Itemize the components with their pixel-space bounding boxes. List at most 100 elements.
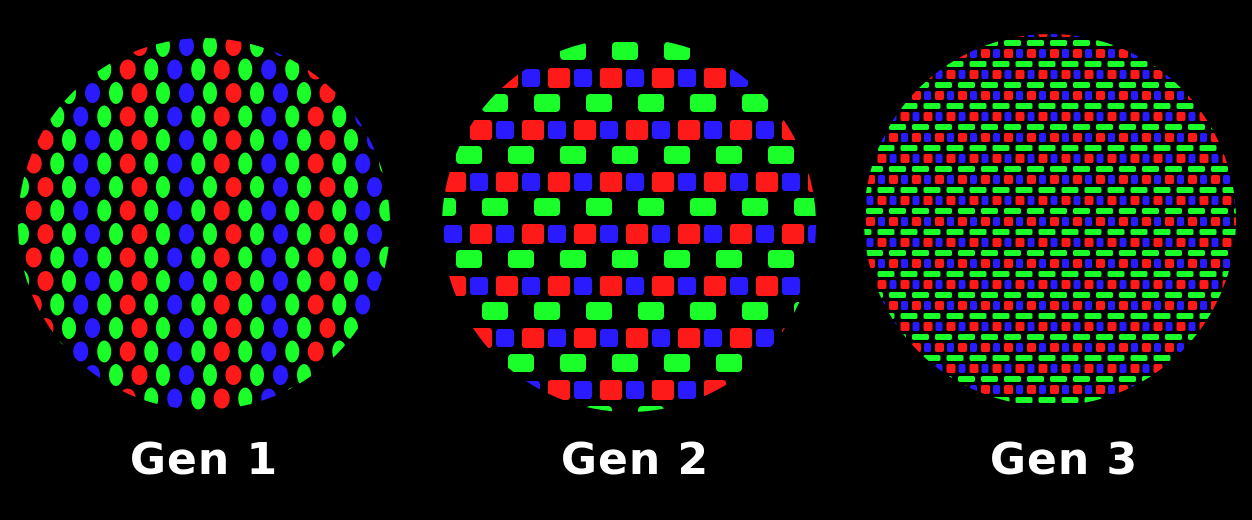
subpixel-red <box>1222 322 1232 331</box>
subpixel-green <box>297 223 311 245</box>
subpixel-red <box>889 217 898 226</box>
subpixel-red <box>307 153 324 174</box>
subpixel-red <box>981 175 990 184</box>
subpixel-blue <box>1211 154 1219 163</box>
subpixel-blue <box>878 91 885 100</box>
subpixel-blue <box>901 217 908 226</box>
subpixel-red <box>1050 301 1059 310</box>
subpixel-red <box>969 364 979 373</box>
subpixel-green <box>1004 250 1021 256</box>
subpixel-red <box>225 130 242 150</box>
subpixel-red <box>889 175 898 184</box>
subpixel-green <box>742 302 768 320</box>
subpixel-red <box>992 154 1002 163</box>
subpixel-red <box>866 343 875 352</box>
subpixel-green <box>1050 166 1067 172</box>
subpixel-green <box>969 229 987 235</box>
subpixel-blue <box>1131 175 1138 184</box>
subpixel-blue <box>1073 196 1081 205</box>
subpixel-red <box>935 301 944 310</box>
subpixel-blue <box>179 130 194 150</box>
subpixel-red <box>1038 322 1048 331</box>
subpixel-blue <box>970 217 977 226</box>
subpixel-blue <box>261 59 277 80</box>
subpixel-green <box>877 229 895 235</box>
subpixel-blue <box>1039 175 1046 184</box>
subpixel-blue <box>1154 385 1161 394</box>
subpixel-red <box>1142 259 1151 268</box>
subpixel-green <box>62 223 76 245</box>
subpixel-red <box>958 133 967 142</box>
subpixel-red <box>1234 385 1236 394</box>
subpixel-red <box>889 301 898 310</box>
subpixel-blue <box>912 154 920 163</box>
subpixel-red <box>652 172 674 192</box>
subpixel-blue <box>981 154 989 163</box>
subpixel-blue <box>179 224 194 244</box>
subpixel-green <box>935 166 952 172</box>
subpixel-blue <box>947 385 954 394</box>
subpixel-blue <box>652 121 670 139</box>
subpixel-green <box>1165 166 1182 172</box>
subpixel-green <box>1199 145 1217 151</box>
subpixel-blue <box>1016 133 1023 142</box>
subpixel-green <box>97 58 112 81</box>
subpixel-green <box>482 406 508 412</box>
subpixel-green <box>912 40 929 46</box>
subpixel-blue <box>1200 343 1207 352</box>
subpixel-green <box>18 317 29 339</box>
subpixel-red <box>652 276 674 296</box>
subpixel-blue <box>261 294 277 315</box>
subpixel-blue <box>878 49 885 58</box>
subpixel-green <box>285 152 300 175</box>
subpixel-green <box>97 387 112 410</box>
subpixel-green <box>900 271 918 277</box>
subpixel-red <box>1142 301 1151 310</box>
subpixel-green <box>992 271 1010 277</box>
subpixel-blue <box>1004 70 1012 79</box>
subpixel-blue <box>730 173 748 191</box>
subpixel-green <box>912 376 929 382</box>
subpixel-blue <box>574 173 592 191</box>
subpixel-green <box>297 364 311 386</box>
subpixel-blue <box>444 225 462 243</box>
subpixel-green <box>50 246 65 269</box>
subpixel-green <box>534 406 560 412</box>
subpixel-green <box>97 293 112 316</box>
subpixel-blue <box>947 133 954 142</box>
subpixel-green <box>456 354 482 372</box>
subpixel-green <box>690 302 716 320</box>
subpixel-green <box>958 124 975 130</box>
subpixel-green <box>250 129 264 151</box>
subpixel-green <box>456 42 482 60</box>
subpixel-green <box>586 406 612 412</box>
subpixel-blue <box>866 154 874 163</box>
subpixel-green <box>1107 229 1125 235</box>
subpixel-red <box>1142 133 1151 142</box>
subpixel-blue <box>866 238 874 247</box>
subpixel-blue <box>889 364 897 373</box>
subpixel-green <box>203 38 217 57</box>
subpixel-red <box>1211 91 1220 100</box>
subpixel-green <box>1004 292 1021 298</box>
subpixel-red <box>522 120 544 140</box>
subpixel-red <box>626 224 648 244</box>
subpixel-green <box>935 292 952 298</box>
subpixel-green <box>992 355 1010 361</box>
subpixel-green <box>958 334 975 340</box>
subpixel-red <box>981 385 990 394</box>
subpixel-red <box>1199 34 1209 37</box>
subpixel-blue <box>935 364 943 373</box>
subpixel-green <box>992 145 1010 151</box>
subpixel-green <box>864 145 872 151</box>
subpixel-red <box>1004 301 1013 310</box>
subpixel-red <box>1176 238 1186 247</box>
subpixel-blue <box>878 301 885 310</box>
subpixel-green <box>866 208 883 214</box>
subpixel-blue <box>924 175 931 184</box>
subpixel-red <box>522 328 544 348</box>
subpixel-red <box>1096 133 1105 142</box>
subpixel-green <box>1165 292 1182 298</box>
subpixel-blue <box>1234 196 1236 205</box>
subpixel-blue <box>935 238 943 247</box>
